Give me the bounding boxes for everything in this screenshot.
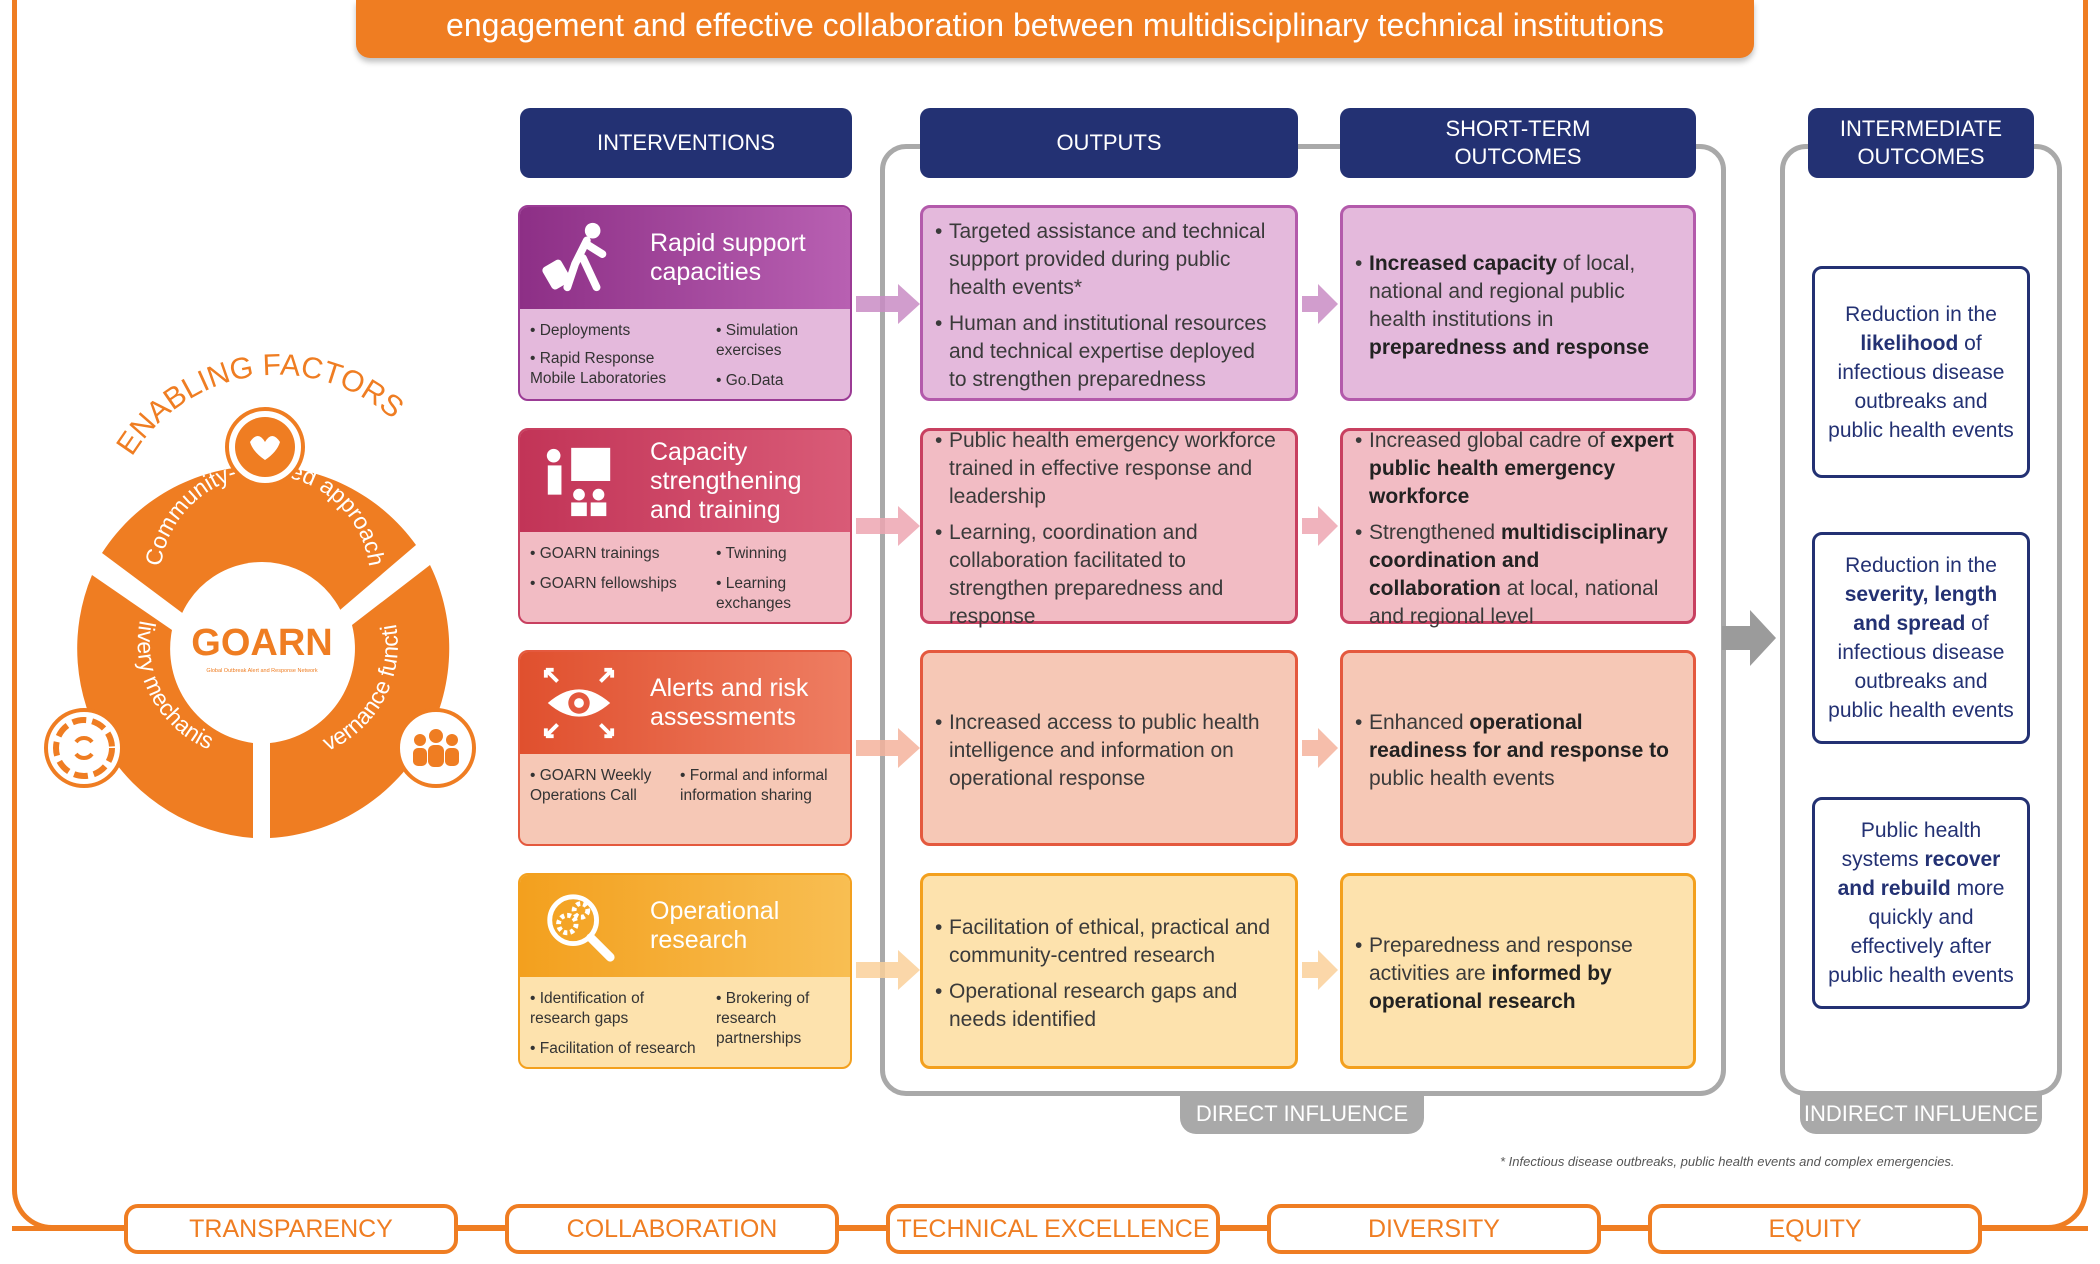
enabling-factors-wheel: ENABLING FACTORS GOARN Global Outbreak A… [40,350,476,838]
header-interventions: INTERVENTIONS [520,108,852,178]
header-intermediate-text: INTERMEDIATE OUTCOMES [1839,116,2003,169]
intervention-card-capacity: Capacity strengthening and training • GO… [518,428,852,624]
banner-title: engagement and effective collaboration b… [356,0,1754,58]
direct-influence-label: DIRECT INFLUENCE [1180,1094,1424,1134]
presentation-icon [546,447,611,517]
intervention-card-rapid-support: Rapid support capacities • Deployments •… [518,205,852,401]
output-item: Operational research gaps and needs iden… [935,978,1277,1034]
intervention-card-research: Operational research • Identification of… [518,873,852,1069]
intervention-item: • Simulation exercises [716,322,799,359]
intervention-item: • Formal and informal information sharin… [680,767,828,804]
intermediate-outcome-recover: Public health systems recover and rebuil… [1812,797,2030,1009]
header-short-term: SHORT-TERM OUTCOMES [1340,108,1696,178]
output-item: Increased access to public health intell… [935,709,1277,793]
output-card-capacity: Public health emergency workforce traine… [920,427,1298,628]
intervention-item: • Deployments [530,322,631,339]
direct-influence-bracket [880,144,1726,1096]
output-item: Human and institutional resources and te… [935,310,1277,394]
intermediate-outcome-likelihood: Reduction in the likelihood of infectiou… [1812,266,2030,478]
handshake-heart-icon [225,407,305,487]
segment-delivery [77,575,253,838]
goarn-logo: GOARN [191,622,332,664]
running-person-icon [542,222,607,292]
header-short-term-text: SHORT-TERM OUTCOMES [1445,116,1591,169]
indirect-influence-label: INDIRECT INFLUENCE [1800,1094,2042,1134]
output-card-research: Facilitation of ethical, practical and c… [920,873,1298,1069]
intervention-item: • Rapid Response Mobile Laboratories [530,350,667,387]
output-card-alerts: Increased access to public health intell… [920,650,1298,846]
intervention-item: • GOARN trainings [530,545,660,562]
value-transparency: TRANSPARENCY [124,1204,458,1254]
eye-icon [543,667,615,739]
segment-community [102,465,416,615]
short-term-item: Strengthened multidisciplinary coordinat… [1355,519,1675,631]
short-term-item: Preparedness and response activities are… [1355,932,1675,1016]
output-item: Targeted assistance and technical suppor… [935,218,1277,302]
intervention-title: Capacity strengthening and training [650,438,802,524]
value-equity: EQUITY [1648,1204,1982,1254]
intervention-item: • Brokering of research partnerships [716,990,810,1047]
intervention-title: Alerts and risk assessments [650,674,809,731]
intervention-item: • GOARN Weekly Operations Call [530,767,652,804]
header-intermediate: INTERMEDIATE OUTCOMES [1808,108,2034,178]
value-collaboration: COLLABORATION [505,1204,839,1254]
footnote: * Infectious disease outbreaks, public h… [1500,1154,1955,1169]
short-term-card-alerts: Enhanced operational readiness for and r… [1340,650,1696,846]
intervention-item: • Twinning [716,545,787,562]
people-icon [396,708,476,788]
header-outputs: OUTPUTS [920,108,1298,178]
intervention-item: • Go.Data [716,372,784,389]
intervention-card-alerts: Alerts and risk assessments • GOARN Week… [518,650,852,846]
arrow-icon [1722,610,1776,666]
output-card-rapid-support: Targeted assistance and technical suppor… [920,205,1298,401]
output-item: Public health emergency workforce traine… [935,427,1277,511]
intermediate-outcome-severity: Reduction in the severity, length and sp… [1812,532,2030,744]
intervention-item: • Learning exchanges [716,575,791,612]
output-item: Learning, coordination and collaboration… [935,519,1277,631]
short-term-item: Enhanced operational readiness for and r… [1355,709,1675,793]
value-diversity: DIVERSITY [1267,1204,1601,1254]
output-item: Facilitation of ethical, practical and c… [935,914,1277,970]
cycle-icon [44,708,124,788]
intervention-item: • Facilitation of research [530,1040,696,1057]
short-term-card-capacity: Increased global cadre of expert public … [1340,427,1696,628]
goarn-logo-sub: Global Outbreak Alert and Response Netwo… [206,668,318,674]
short-term-card-research: Preparedness and response activities are… [1340,873,1696,1069]
intervention-item: • Identification of research gaps [530,990,644,1027]
short-term-item: Increased global cadre of expert public … [1355,427,1675,511]
research-gears-icon [547,894,615,962]
intervention-title: Operational research [650,897,780,954]
short-term-item: Increased capacity of local, national an… [1355,250,1675,362]
intervention-item: • GOARN fellowships [530,575,677,592]
value-technical-excellence: TECHNICAL EXCELLENCE [886,1204,1220,1254]
intervention-title: Rapid support capacities [650,229,806,286]
arrow-icon [856,284,1338,990]
short-term-card-rapid-support: Increased capacity of local, national an… [1340,205,1696,401]
